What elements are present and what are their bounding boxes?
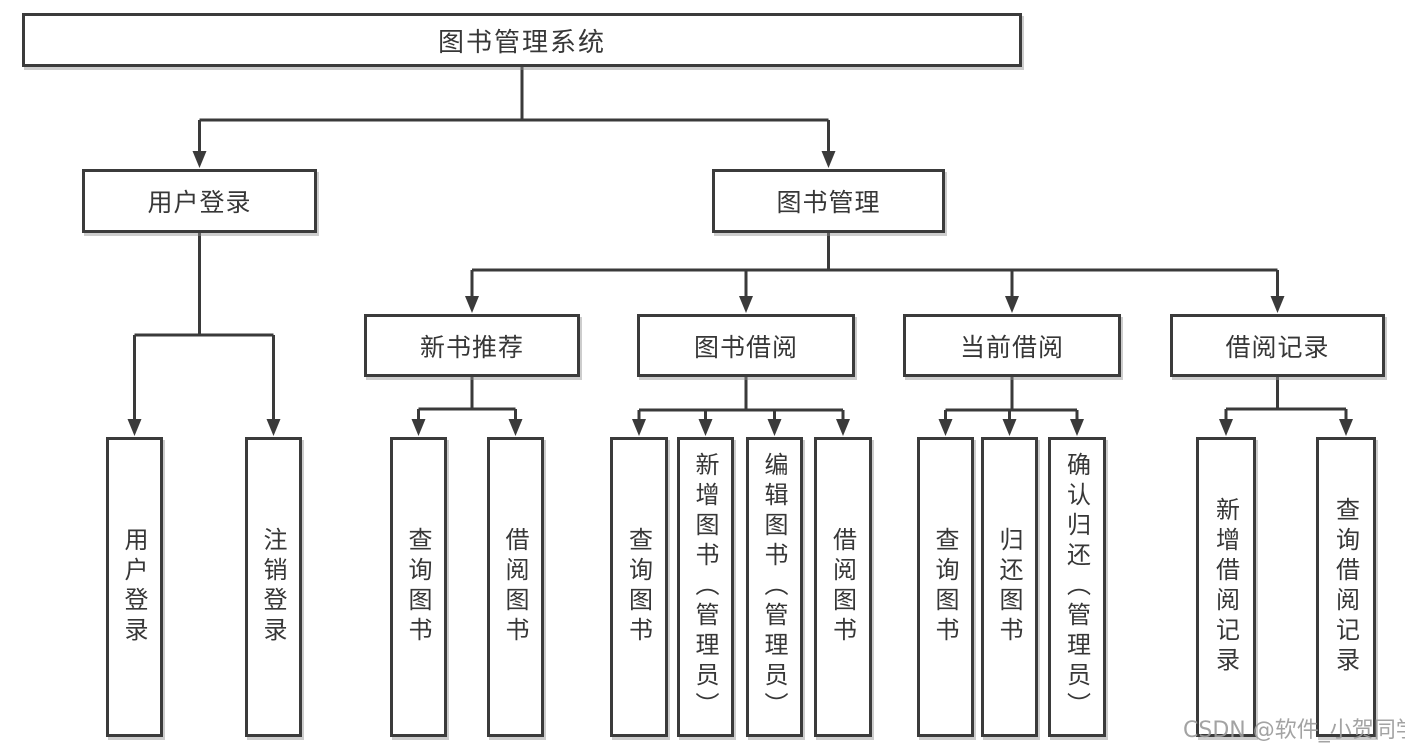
node-label: 用户登录 [147, 188, 252, 217]
node-label: 查询图书 [931, 527, 959, 647]
node-label: 借阅图书 [828, 527, 857, 647]
node-label: 新增借阅记录 [1211, 497, 1240, 677]
node-label: 确认归还（管理员） [1062, 452, 1091, 722]
node-leaf-add-borrow-record: 新增借阅记录 [1196, 437, 1256, 737]
node-label: 当前借阅 [959, 332, 1064, 362]
node-leaf-query-books-1: 查询图书 [390, 437, 447, 737]
node-label: 查询借阅记录 [1331, 497, 1360, 677]
node-user-login: 用户登录 [82, 169, 317, 233]
node-leaf-return-book: 归还图书 [981, 437, 1038, 737]
node-label: 图书管理系统 [437, 27, 606, 58]
node-leaf-logout: 注销登录 [245, 437, 302, 737]
node-leaf-borrow-books-1: 借阅图书 [487, 437, 544, 737]
node-book-management: 图书管理 [712, 169, 945, 233]
node-label: 借阅记录 [1225, 332, 1330, 362]
node-library-management-system: 图书管理系统 [22, 13, 1022, 67]
node-label: 用户登录 [120, 527, 148, 647]
node-leaf-user-login: 用户登录 [106, 437, 163, 737]
node-leaf-edit-book-admin: 编辑图书（管理员） [746, 437, 803, 737]
node-leaf-borrow-books-2: 借阅图书 [814, 437, 872, 737]
node-leaf-confirm-return-admin: 确认归还（管理员） [1048, 437, 1106, 737]
node-label: 归还图书 [995, 527, 1023, 647]
node-label: 图书借阅 [693, 332, 798, 362]
node-label: 编辑图书（管理员） [760, 452, 788, 722]
node-current-borrowing: 当前借阅 [903, 314, 1121, 377]
node-label: 新书推荐 [419, 332, 524, 362]
node-leaf-query-borrow-record: 查询借阅记录 [1316, 437, 1376, 737]
node-leaf-add-book-admin: 新增图书（管理员） [677, 437, 734, 737]
node-borrow-records: 借阅记录 [1170, 314, 1385, 377]
node-leaf-query-books-3: 查询图书 [917, 437, 974, 737]
csdn-watermark: CSDN @软件_小贺同学 [1183, 718, 1405, 743]
node-book-borrowing: 图书借阅 [637, 314, 855, 377]
node-leaf-query-books-2: 查询图书 [610, 437, 668, 737]
node-new-book-recommend: 新书推荐 [364, 314, 580, 377]
node-label: 新增图书（管理员） [691, 452, 719, 722]
node-label: 查询图书 [404, 527, 432, 647]
node-label: 查询图书 [624, 527, 653, 647]
node-label: 借阅图书 [501, 527, 529, 647]
node-label: 注销登录 [259, 527, 287, 647]
node-label: 图书管理 [776, 188, 881, 217]
